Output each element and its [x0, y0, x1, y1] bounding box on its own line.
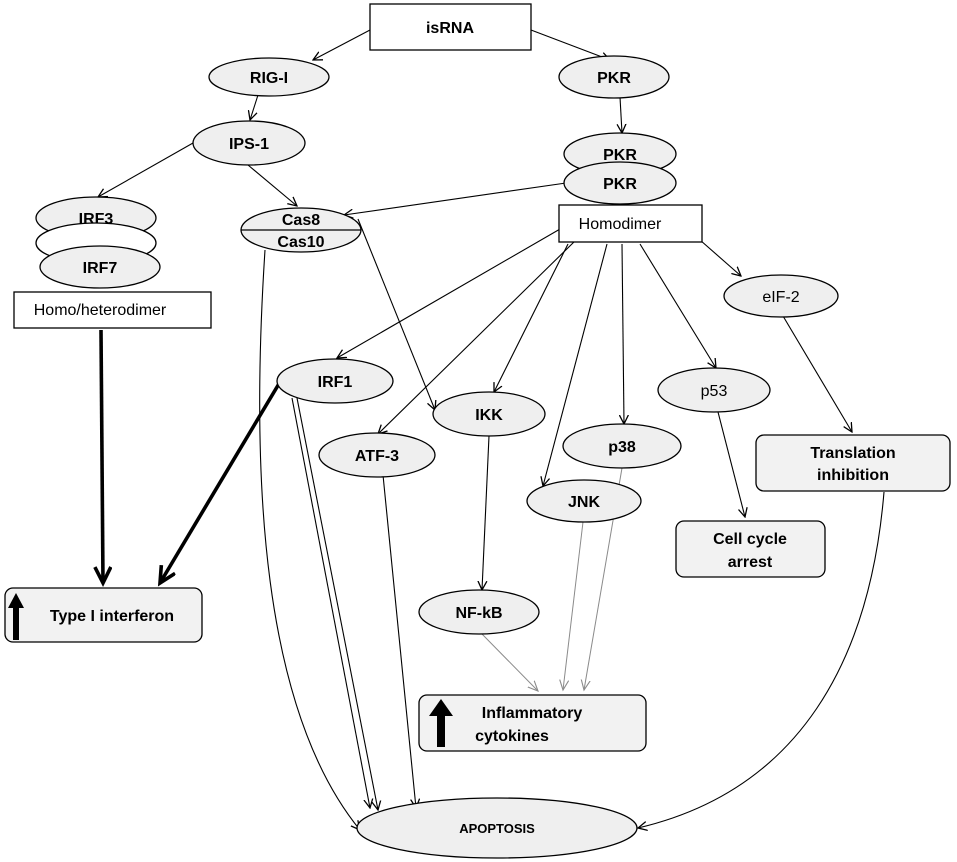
translation-inhibition-line2: inhibition — [817, 467, 889, 484]
nfkb-label: NF-kB — [455, 605, 502, 622]
node-ips1: IPS-1 — [192, 120, 306, 166]
edge-ikk-nfkb — [482, 435, 490, 590]
node-cell-cycle-arrest: Cell cycle arrest — [675, 520, 826, 578]
edge-cas8-ikk — [357, 218, 435, 410]
node-pkr-dimer: PKR PKR — [563, 132, 677, 205]
edge-homodimer-p53 — [639, 243, 716, 368]
edge-jnk-cytokines — [563, 521, 584, 690]
edge-cas8-apoptosis — [259, 249, 360, 830]
apoptosis-label: APOPTOSIS — [459, 821, 535, 836]
edge-eif2-translation — [782, 315, 852, 432]
node-type1-interferon: Type I interferon — [4, 587, 203, 643]
edge-pkrdimer-cas8 — [344, 182, 567, 215]
edge-ips1-irf3 — [98, 142, 194, 197]
p53-label: p53 — [701, 383, 728, 400]
irf7-label: IRF7 — [83, 260, 118, 277]
ips1-label: IPS-1 — [229, 136, 269, 153]
node-jnk: JNK — [526, 479, 642, 523]
edge-ips1-cas8 — [247, 164, 297, 206]
edges — [98, 29, 885, 830]
node-homo-heterodimer: Homo/heterodimer — [13, 291, 212, 329]
edge-atf3-apoptosis — [382, 474, 416, 808]
node-pkr: PKR — [558, 55, 670, 99]
edge-translation-apoptosis — [638, 491, 885, 828]
node-cas8-cas10: Cas8 Cas10 — [240, 207, 362, 253]
edge-isrna-pkr — [530, 29, 610, 60]
eif2-label: eIF-2 — [762, 289, 799, 306]
node-eif2: eIF-2 — [723, 274, 839, 318]
pkr-label: PKR — [597, 70, 631, 87]
node-inflammatory-cytokines: Inflammatory cytokines — [418, 694, 647, 752]
node-homodimer: Homodimer — [558, 204, 703, 243]
cell-cycle-arrest-line1: Cell cycle — [713, 531, 787, 548]
atf3-label: ATF-3 — [355, 448, 399, 465]
cas8-label: Cas8 — [282, 212, 320, 229]
node-irf1: IRF1 — [276, 358, 394, 404]
node-rigi: RIG-I — [208, 57, 330, 97]
edge-irf1-apoptosis-b — [291, 397, 370, 808]
edge-rigi-ips1 — [250, 94, 259, 120]
cell-cycle-arrest-line2: arrest — [728, 554, 773, 571]
irf1-label: IRF1 — [318, 374, 353, 391]
pkr-dimer-bottom-label: PKR — [603, 176, 637, 193]
node-ikk: IKK — [432, 391, 546, 437]
homodimer-label: Homodimer — [579, 216, 662, 233]
inflammatory-cytokines-line2: cytokines — [475, 728, 549, 745]
inflammatory-cytokines-line1: Inflammatory — [482, 705, 583, 722]
edge-isrna-rigi — [313, 29, 371, 60]
edge-homodimer-eif2 — [699, 239, 741, 276]
edge-p53-cellcycle — [717, 411, 745, 517]
edge-homodimer-atf3 — [378, 239, 577, 434]
node-p38: p38 — [562, 423, 682, 469]
edge-pkr-pkrdimer — [620, 96, 622, 133]
pkr-dimer-top-label: PKR — [603, 147, 637, 164]
homo-heterodimer-label: Homo/heterodimer — [34, 302, 167, 319]
p38-label: p38 — [608, 439, 636, 456]
edge-homodimer-ikk — [494, 243, 569, 392]
node-p53: p53 — [657, 367, 771, 413]
jnk-label: JNK — [568, 494, 600, 511]
ikk-label: IKK — [475, 407, 503, 424]
edge-homodimer-jnk — [543, 243, 608, 486]
cas10-label: Cas10 — [277, 234, 324, 251]
edge-nfkb-cytokines — [480, 632, 538, 691]
translation-inhibition-line1: Translation — [810, 445, 895, 462]
edge-irf1-apoptosis-a — [296, 397, 378, 810]
up-arrow-icon — [8, 593, 24, 640]
node-atf3: ATF-3 — [318, 432, 436, 478]
up-arrow-icon — [429, 699, 453, 747]
rigi-label: RIG-I — [250, 70, 288, 87]
edge-homohetero-type1ifn — [101, 329, 103, 583]
node-nfkb: NF-kB — [418, 589, 540, 635]
isrna-label: isRNA — [426, 20, 474, 37]
node-apoptosis: APOPTOSIS — [356, 797, 638, 859]
edge-homodimer-irf1 — [337, 224, 568, 358]
edge-homodimer-p38 — [622, 243, 624, 424]
type1-interferon-label: Type I interferon — [50, 608, 174, 625]
node-irf3-irf7: IRF3 IRF7 — [35, 196, 161, 289]
node-isrna: isRNA — [369, 3, 532, 51]
node-translation-inhibition: Translation inhibition — [755, 434, 951, 492]
